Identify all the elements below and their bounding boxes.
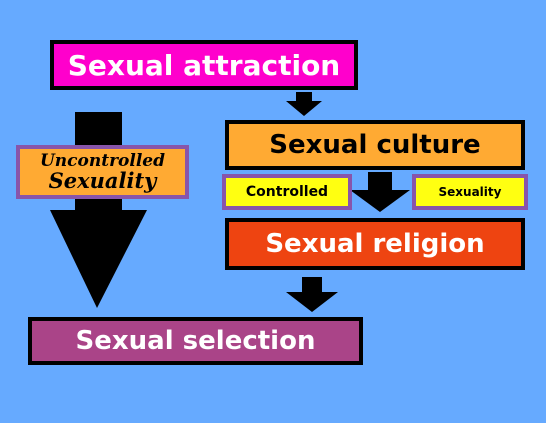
sexual-attraction-box: Sexual attraction xyxy=(50,40,358,90)
uncontrolled-label: Uncontrolled xyxy=(39,151,165,171)
arrow-to-culture xyxy=(286,92,322,116)
controlled-sexuality-tag: Sexuality xyxy=(412,174,528,210)
sexual-selection-box: Sexual selection xyxy=(28,317,363,365)
sexual-religion-box: Sexual religion xyxy=(225,218,525,270)
sexual-culture-box: Sexual culture xyxy=(225,120,525,170)
arrow-to-selection xyxy=(286,277,338,312)
controlled-tag: Controlled xyxy=(222,174,352,210)
big-down-arrow xyxy=(50,112,147,308)
arrow-to-religion xyxy=(350,172,410,212)
uncontrolled-sexuality-tag: Uncontrolled Sexuality xyxy=(16,145,189,199)
uncontrolled-sexuality-label: Sexuality xyxy=(48,168,157,193)
